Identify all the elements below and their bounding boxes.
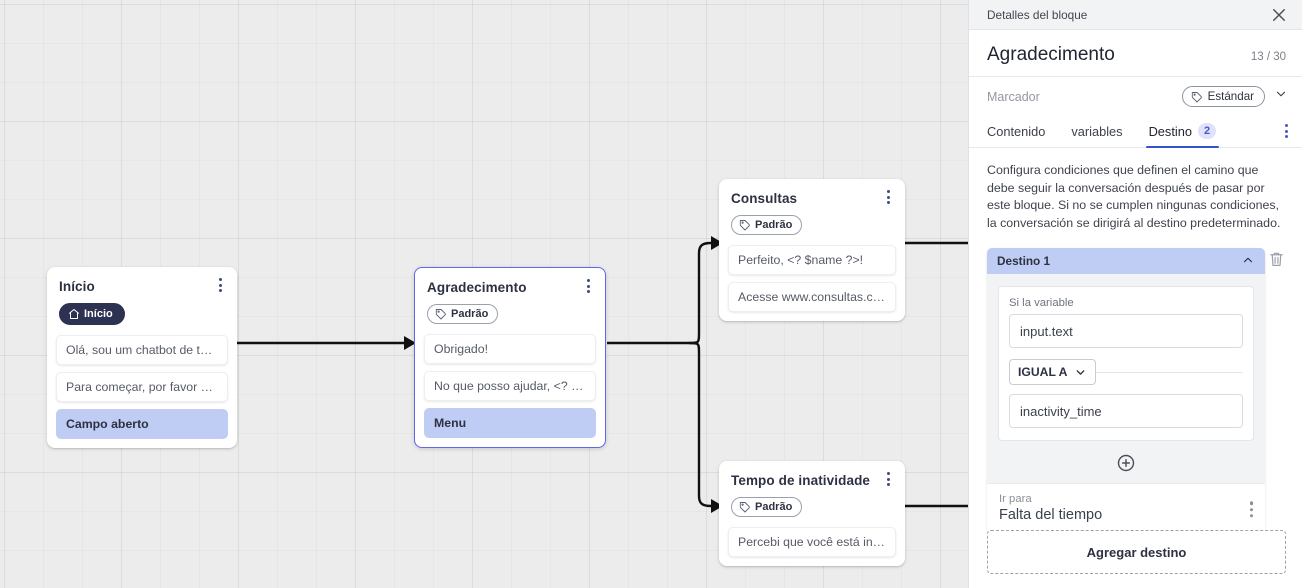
panel-body: Configura condiciones que definen el cam… <box>969 148 1302 588</box>
arrowhead-agradecimento <box>404 336 416 350</box>
variable-input[interactable]: input.text <box>1009 314 1243 349</box>
panel-header: Detalles del bloque <box>969 0 1302 30</box>
operator-row: IGUAL A <box>1009 359 1243 386</box>
flow-node-inicio[interactable]: Início Início Olá, sou um chatbot de tes… <box>47 267 237 448</box>
goto-value: Falta del tiempo <box>999 507 1103 524</box>
add-destination-button[interactable]: Agregar destino <box>987 530 1286 574</box>
node-message[interactable]: Para começar, por favor digite o ... <box>56 372 228 402</box>
condition-label: Si la variable <box>1009 297 1074 310</box>
goto-destination-row[interactable]: Ir para Falta del tiempo <box>987 483 1265 535</box>
tab-contenido[interactable]: Contenido <box>987 124 1045 147</box>
node-title: Início <box>59 279 95 294</box>
operator-value: IGUAL A <box>1018 365 1068 380</box>
node-message[interactable]: Acesse www.consultas.com par... <box>728 282 896 312</box>
node-title: Agradecimento <box>427 280 527 295</box>
destino-card-header[interactable]: Destino 1 <box>987 248 1265 275</box>
tab-label: Contenido <box>987 124 1046 139</box>
goto-label: Ir para <box>999 493 1032 506</box>
chevron-down-icon[interactable] <box>1274 87 1288 106</box>
tab-variables[interactable]: variables <box>1071 124 1122 147</box>
node-chip-label: Padrão <box>451 308 489 320</box>
node-message[interactable]: Obrigado! <box>424 334 596 364</box>
node-menu-kebab-icon[interactable] <box>880 188 896 206</box>
marcador-row: Marcador Estándar <box>969 77 1302 116</box>
flow-canvas[interactable]: Início Início Olá, sou um chatbot de tes… <box>0 0 968 588</box>
node-message[interactable]: Percebi que você está inativo. C... <box>728 527 896 557</box>
edge-agradecimento-inatividade <box>688 341 712 508</box>
home-icon <box>69 309 79 319</box>
panel-header-title: Detalles del bloque <box>987 7 1088 22</box>
node-title: Tempo de inatividade <box>731 473 871 488</box>
tag-icon <box>739 220 750 231</box>
node-header: Agradecimento Padrão <box>415 268 605 334</box>
edge-agradecimento-consultas <box>688 241 712 345</box>
tab-label: Destino <box>1148 123 1192 139</box>
node-chip-label: Padrão <box>755 501 793 513</box>
destino-section: Destino 1 Si la variable input.text IGUA… <box>987 248 1286 535</box>
panel-title-row: Agradecimento 13 / 30 <box>969 30 1302 77</box>
chevron-down-icon <box>1077 370 1085 375</box>
arrowhead-consultas <box>711 236 723 250</box>
panel-tabs: Contenido variables Destino 2 <box>969 116 1302 149</box>
marcador-value-chip[interactable]: Estándar <box>1181 86 1265 107</box>
flow-node-agradecimento[interactable]: Agradecimento Padrão Obrigado! No que po… <box>414 267 606 448</box>
chevron-up-icon[interactable] <box>1241 253 1255 270</box>
tag-icon <box>435 309 446 320</box>
block-details-panel: Detalles del bloque Agradecimento 13 / 3… <box>968 0 1302 588</box>
condition-box: Si la variable input.text IGUAL A inacti… <box>998 286 1254 442</box>
tag-icon <box>1191 91 1202 102</box>
operator-select[interactable]: IGUAL A <box>1009 359 1097 386</box>
node-message[interactable]: Olá, sou um chatbot de teste! <box>56 335 228 365</box>
node-message-highlighted[interactable]: Menu <box>424 408 596 438</box>
node-messages: Percebi que você está inativo. C... <box>719 527 905 566</box>
page-title: Agradecimento <box>987 44 1115 65</box>
node-message[interactable]: No que posso ajudar, <? $name ... <box>424 371 596 401</box>
panel-overflow-kebab-icon[interactable] <box>1285 124 1288 138</box>
flow-node-tempo-de-inatividade[interactable]: Tempo de inatividade Padrão Percebi que … <box>719 461 905 566</box>
destino-card-1: Destino 1 Si la variable input.text IGUA… <box>987 248 1265 535</box>
node-menu-kebab-icon[interactable] <box>580 277 596 295</box>
node-message-highlighted[interactable]: Campo aberto <box>56 409 228 439</box>
plus-circle-icon <box>1117 455 1135 472</box>
add-condition-button[interactable] <box>987 441 1265 483</box>
node-messages: Olá, sou um chatbot de teste! Para começ… <box>47 335 237 448</box>
marcador-value: Estándar <box>1207 90 1254 103</box>
trash-icon[interactable] <box>1268 250 1286 270</box>
node-messages: Obrigado! No que posso ajudar, <? $name … <box>415 334 605 447</box>
arrowhead-inatividade <box>711 499 723 513</box>
flow-node-consultas[interactable]: Consultas Padrão Perfeito, <? $name ?>! … <box>719 179 905 321</box>
node-header: Consultas Padrão <box>719 179 905 245</box>
tab-destino[interactable]: Destino 2 <box>1145 123 1219 149</box>
destino-card-title: Destino 1 <box>997 254 1051 269</box>
node-chip-inicio[interactable]: Início <box>59 303 125 325</box>
tab-label: variables <box>1071 124 1123 139</box>
node-title: Consultas <box>731 191 798 206</box>
marcador-label: Marcador <box>987 89 1040 104</box>
goto-menu-kebab-icon[interactable] <box>1249 501 1253 518</box>
node-chip-padrao[interactable]: Padrão <box>731 497 803 517</box>
node-menu-kebab-icon[interactable] <box>212 276 228 294</box>
flow-edges <box>236 236 968 513</box>
character-counter: 13 / 30 <box>1250 51 1286 63</box>
compare-value-input[interactable]: inactivity_time <box>1009 394 1243 429</box>
node-messages: Perfeito, <? $name ?>! Acesse www.consul… <box>719 245 905 321</box>
destino-description: Configura condiciones que definen el cam… <box>987 163 1281 230</box>
close-icon[interactable] <box>1270 6 1288 24</box>
node-message[interactable]: Perfeito, <? $name ?>! <box>728 245 896 275</box>
node-header: Tempo de inatividade Padrão <box>719 461 905 527</box>
node-chip-label: Padrão <box>755 219 793 231</box>
tab-badge-count: 2 <box>1197 123 1217 139</box>
node-chip-padrao[interactable]: Padrão <box>731 215 803 235</box>
node-header: Início Início <box>47 267 237 335</box>
node-menu-kebab-icon[interactable] <box>880 470 896 488</box>
node-chip-label: Início <box>84 308 113 320</box>
node-chip-padrao[interactable]: Padrão <box>427 304 499 324</box>
tag-icon <box>739 502 750 513</box>
